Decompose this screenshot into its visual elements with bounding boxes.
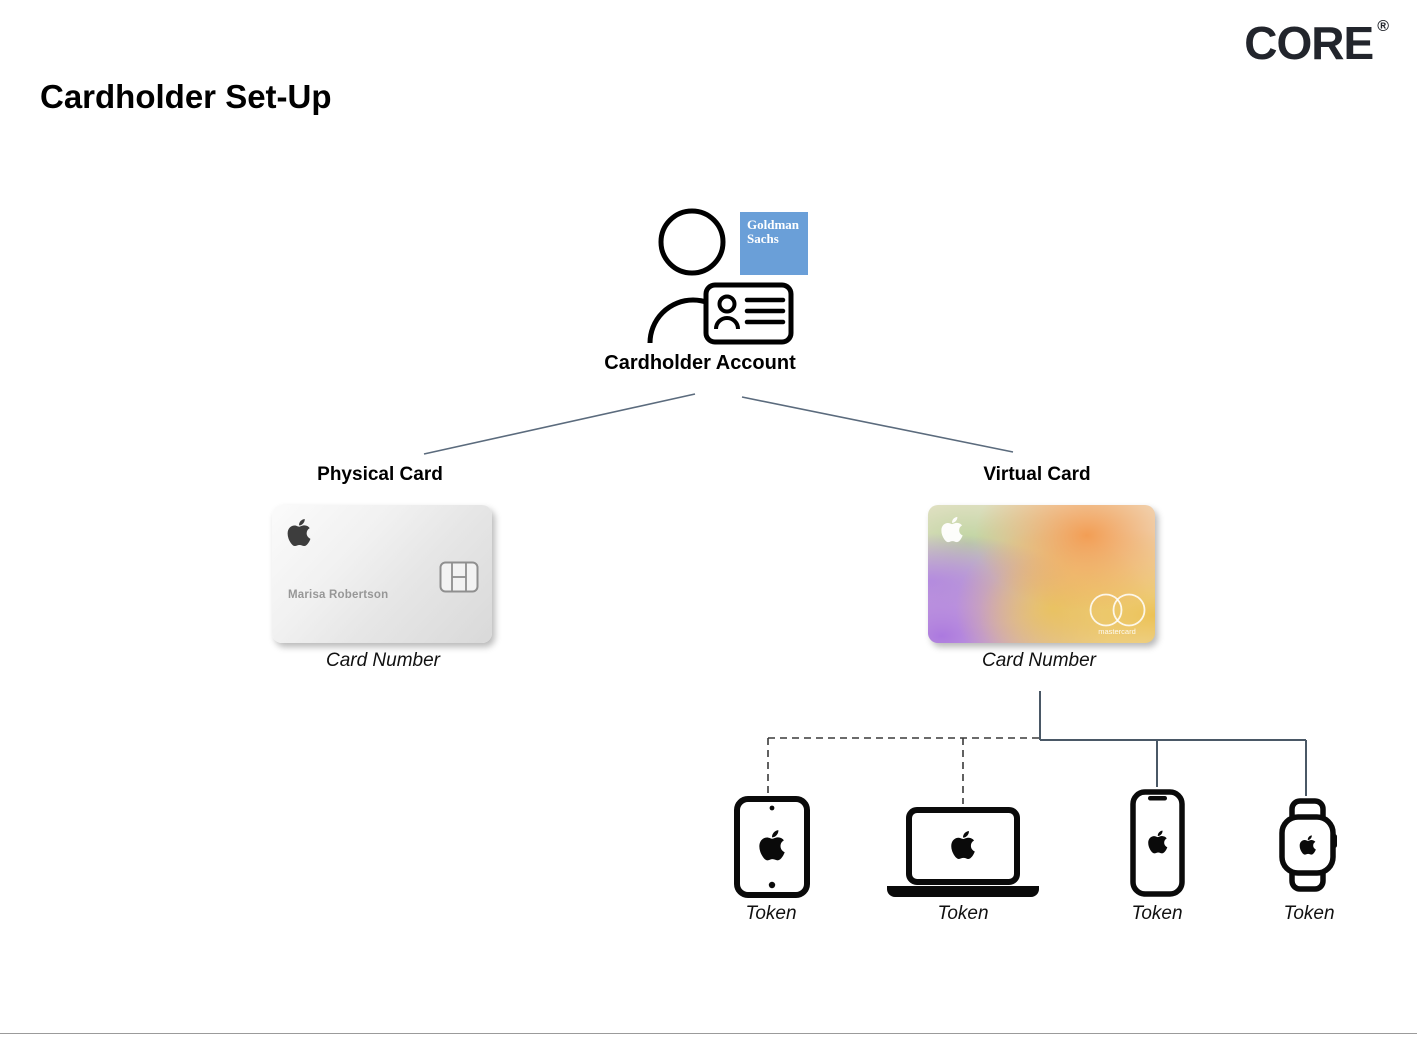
bottom-divider [0,1033,1417,1034]
apple-logo-icon [287,517,311,548]
mastercard-wordmark: mastercard [1098,627,1136,636]
token-label-ipad: Token [745,903,797,924]
goldman-sachs-logo-line2: Sachs [747,231,779,246]
goldman-sachs-logo: Goldman Sachs [740,212,808,275]
token-label-iphone: Token [1131,903,1183,924]
mastercard-logo-icon: mastercard [1089,593,1146,636]
goldman-sachs-logo-line1: Goldman [747,217,800,232]
virtual-card-image: mastercard [928,505,1155,643]
core-logo-text: CORE [1244,17,1374,69]
card-chip-icon [439,561,479,593]
physical-card-image: Marisa Robertson [272,505,492,643]
person-id-card-icon [647,208,794,345]
virtual-card-caption: Card Number [981,650,1097,671]
apple-logo-icon [941,515,963,544]
virtual-card-heading: Virtual Card [983,464,1091,485]
cardholder-account-icon [645,205,795,345]
token-label-apple-watch: Token [1283,903,1335,924]
cardholder-name: Marisa Robertson [288,589,389,601]
physical-card-heading: Physical Card [317,464,443,485]
macbook-icon [887,807,1039,897]
page-title: Cardholder Set-Up [40,78,332,115]
core-logo: CORE® [1244,16,1389,70]
token-label-macbook: Token [937,903,989,924]
cardholder-account-label: Cardholder Account [604,352,796,374]
physical-card-caption: Card Number [325,650,441,671]
apple-watch-icon [1279,798,1337,892]
ipad-icon [734,796,810,898]
iphone-icon [1130,789,1185,897]
registered-mark-icon: ® [1377,18,1389,35]
